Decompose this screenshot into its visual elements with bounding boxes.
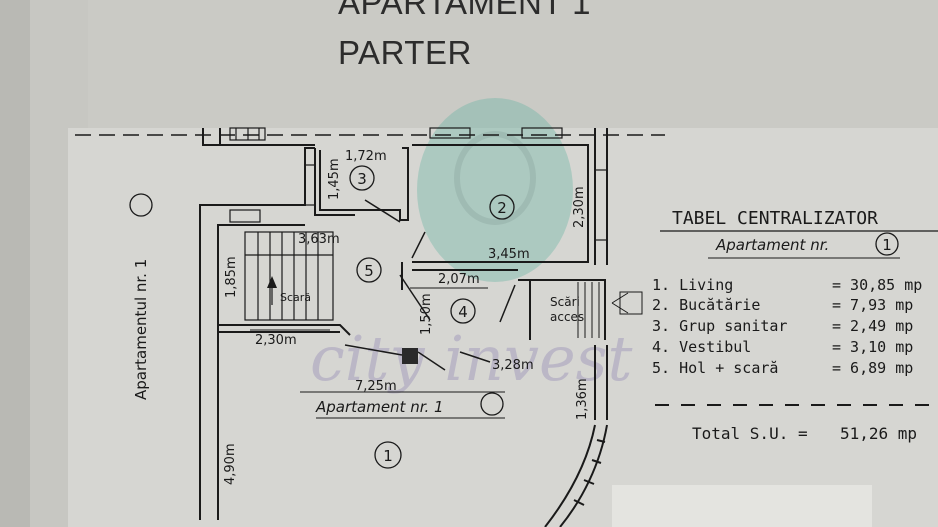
walls (199, 128, 608, 520)
dim-136: 1,36m (575, 378, 590, 420)
access-stair-label-2: acces (550, 310, 584, 324)
summary-table: TABEL CENTRALIZATOR Apartament nr. 1 1. … (652, 208, 938, 443)
dim-490: 4,90m (223, 443, 238, 485)
dim-725: 7,25m (355, 379, 397, 394)
dim-185: 1,85m (224, 256, 239, 298)
table-row-label: 1. Living (652, 276, 733, 294)
access-stair-label-1: Scări (550, 295, 580, 309)
table-row-label: 4. Vestibul (652, 338, 751, 356)
header-title: APARTAMENT 1 (338, 0, 591, 21)
table-row-value: = 7,93 mp (832, 296, 913, 314)
stair-label: Scară (280, 291, 311, 304)
dim-230-vertical: 2,30m (572, 186, 587, 228)
apartment-label: Apartament nr. 1 (315, 398, 444, 416)
total-value: 51,26 mp (840, 424, 917, 443)
dim-363: 3,63m (298, 232, 340, 247)
dim-328: 3,28m (492, 358, 534, 373)
dim-150: 1,50m (419, 293, 434, 335)
doors (344, 199, 516, 371)
windows (229, 127, 608, 241)
table-row-value: = 3,10 mp (832, 338, 913, 356)
room-4-number: 4 (458, 303, 468, 321)
room-2-number: 2 (497, 199, 507, 217)
table-title: TABEL CENTRALIZATOR (672, 208, 878, 229)
dim-172: 1,72m (345, 149, 387, 164)
table-row-value: = 30,85 mp (832, 276, 922, 294)
dim-207: 2,07m (438, 272, 480, 287)
dim-345: 3,45m (488, 247, 530, 262)
room-1-number: 1 (383, 447, 393, 465)
table-row-label: 2. Bucătărie (652, 296, 760, 314)
table-subtitle: Apartament nr. (715, 236, 829, 254)
stair-left (244, 231, 334, 321)
table-row-value: = 6,89 mp (832, 359, 913, 377)
dim-230-horizontal: 2,30m (255, 333, 297, 348)
table-row-value: = 2,49 mp (832, 317, 913, 335)
total-label: Total S.U. = (692, 424, 808, 443)
header-subtitle: PARTER (338, 34, 472, 71)
svg-text:city invest: city invest (310, 322, 632, 395)
dimension-lines (250, 287, 505, 419)
column (402, 348, 418, 364)
room-3-number: 3 (357, 170, 367, 188)
room-markers (129, 165, 899, 469)
stair-arrow-icon (267, 276, 277, 288)
table-row-label: 3. Grup sanitar (652, 317, 787, 335)
access-stair (577, 282, 643, 338)
room-5-number: 5 (364, 262, 374, 280)
table-row-label: 5. Hol + scară (652, 359, 778, 377)
dim-145: 1,45m (327, 158, 342, 200)
side-apartment-label: Apartamentul nr. 1 (132, 259, 150, 400)
table-subtitle-number: 1 (882, 236, 892, 254)
curved-wall (544, 424, 608, 527)
